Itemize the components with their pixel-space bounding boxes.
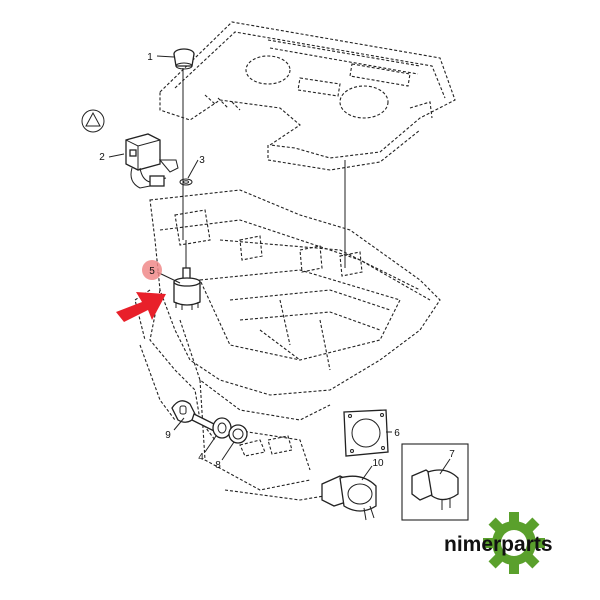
callout-6: 6: [394, 428, 400, 439]
part-6-gasket: [343, 409, 389, 457]
part-10-ignition-switch: [321, 475, 377, 521]
callout-4: 4: [198, 452, 204, 463]
mounting-guide-lines: [182, 68, 346, 275]
part-2-switch: [125, 133, 179, 189]
dashboard-frame: [134, 189, 441, 501]
callout-5: 5: [149, 266, 155, 277]
part-9-key: [171, 400, 223, 435]
instrument-panel-housing: [159, 21, 456, 171]
part-1-knob: [173, 48, 195, 70]
callout-3: 3: [199, 155, 205, 166]
callout-10: 10: [372, 458, 384, 469]
callout-5-highlight: [142, 260, 162, 280]
part-5-switch: [173, 267, 201, 310]
gear-icon: [483, 512, 545, 574]
callout-8: 8: [215, 460, 221, 471]
part-8-washer: [228, 424, 248, 444]
callout-9: 9: [165, 430, 171, 441]
part-7-inset: [401, 443, 469, 521]
brand-name: nimerparts: [444, 533, 553, 556]
part-3-washer: [179, 178, 193, 186]
hazard-warning-icon: [81, 109, 105, 133]
callout-labels: 1 2 3 5 6 7 9 4 8 10: [99, 52, 455, 471]
brand-logo: nimerparts: [444, 512, 553, 574]
callout-1: 1: [147, 52, 153, 63]
leader-lines: [108, 55, 451, 481]
part-4-nut: [212, 417, 232, 439]
callout-7: 7: [449, 449, 455, 460]
highlight-arrow: [116, 292, 166, 322]
callout-2: 2: [99, 152, 105, 163]
